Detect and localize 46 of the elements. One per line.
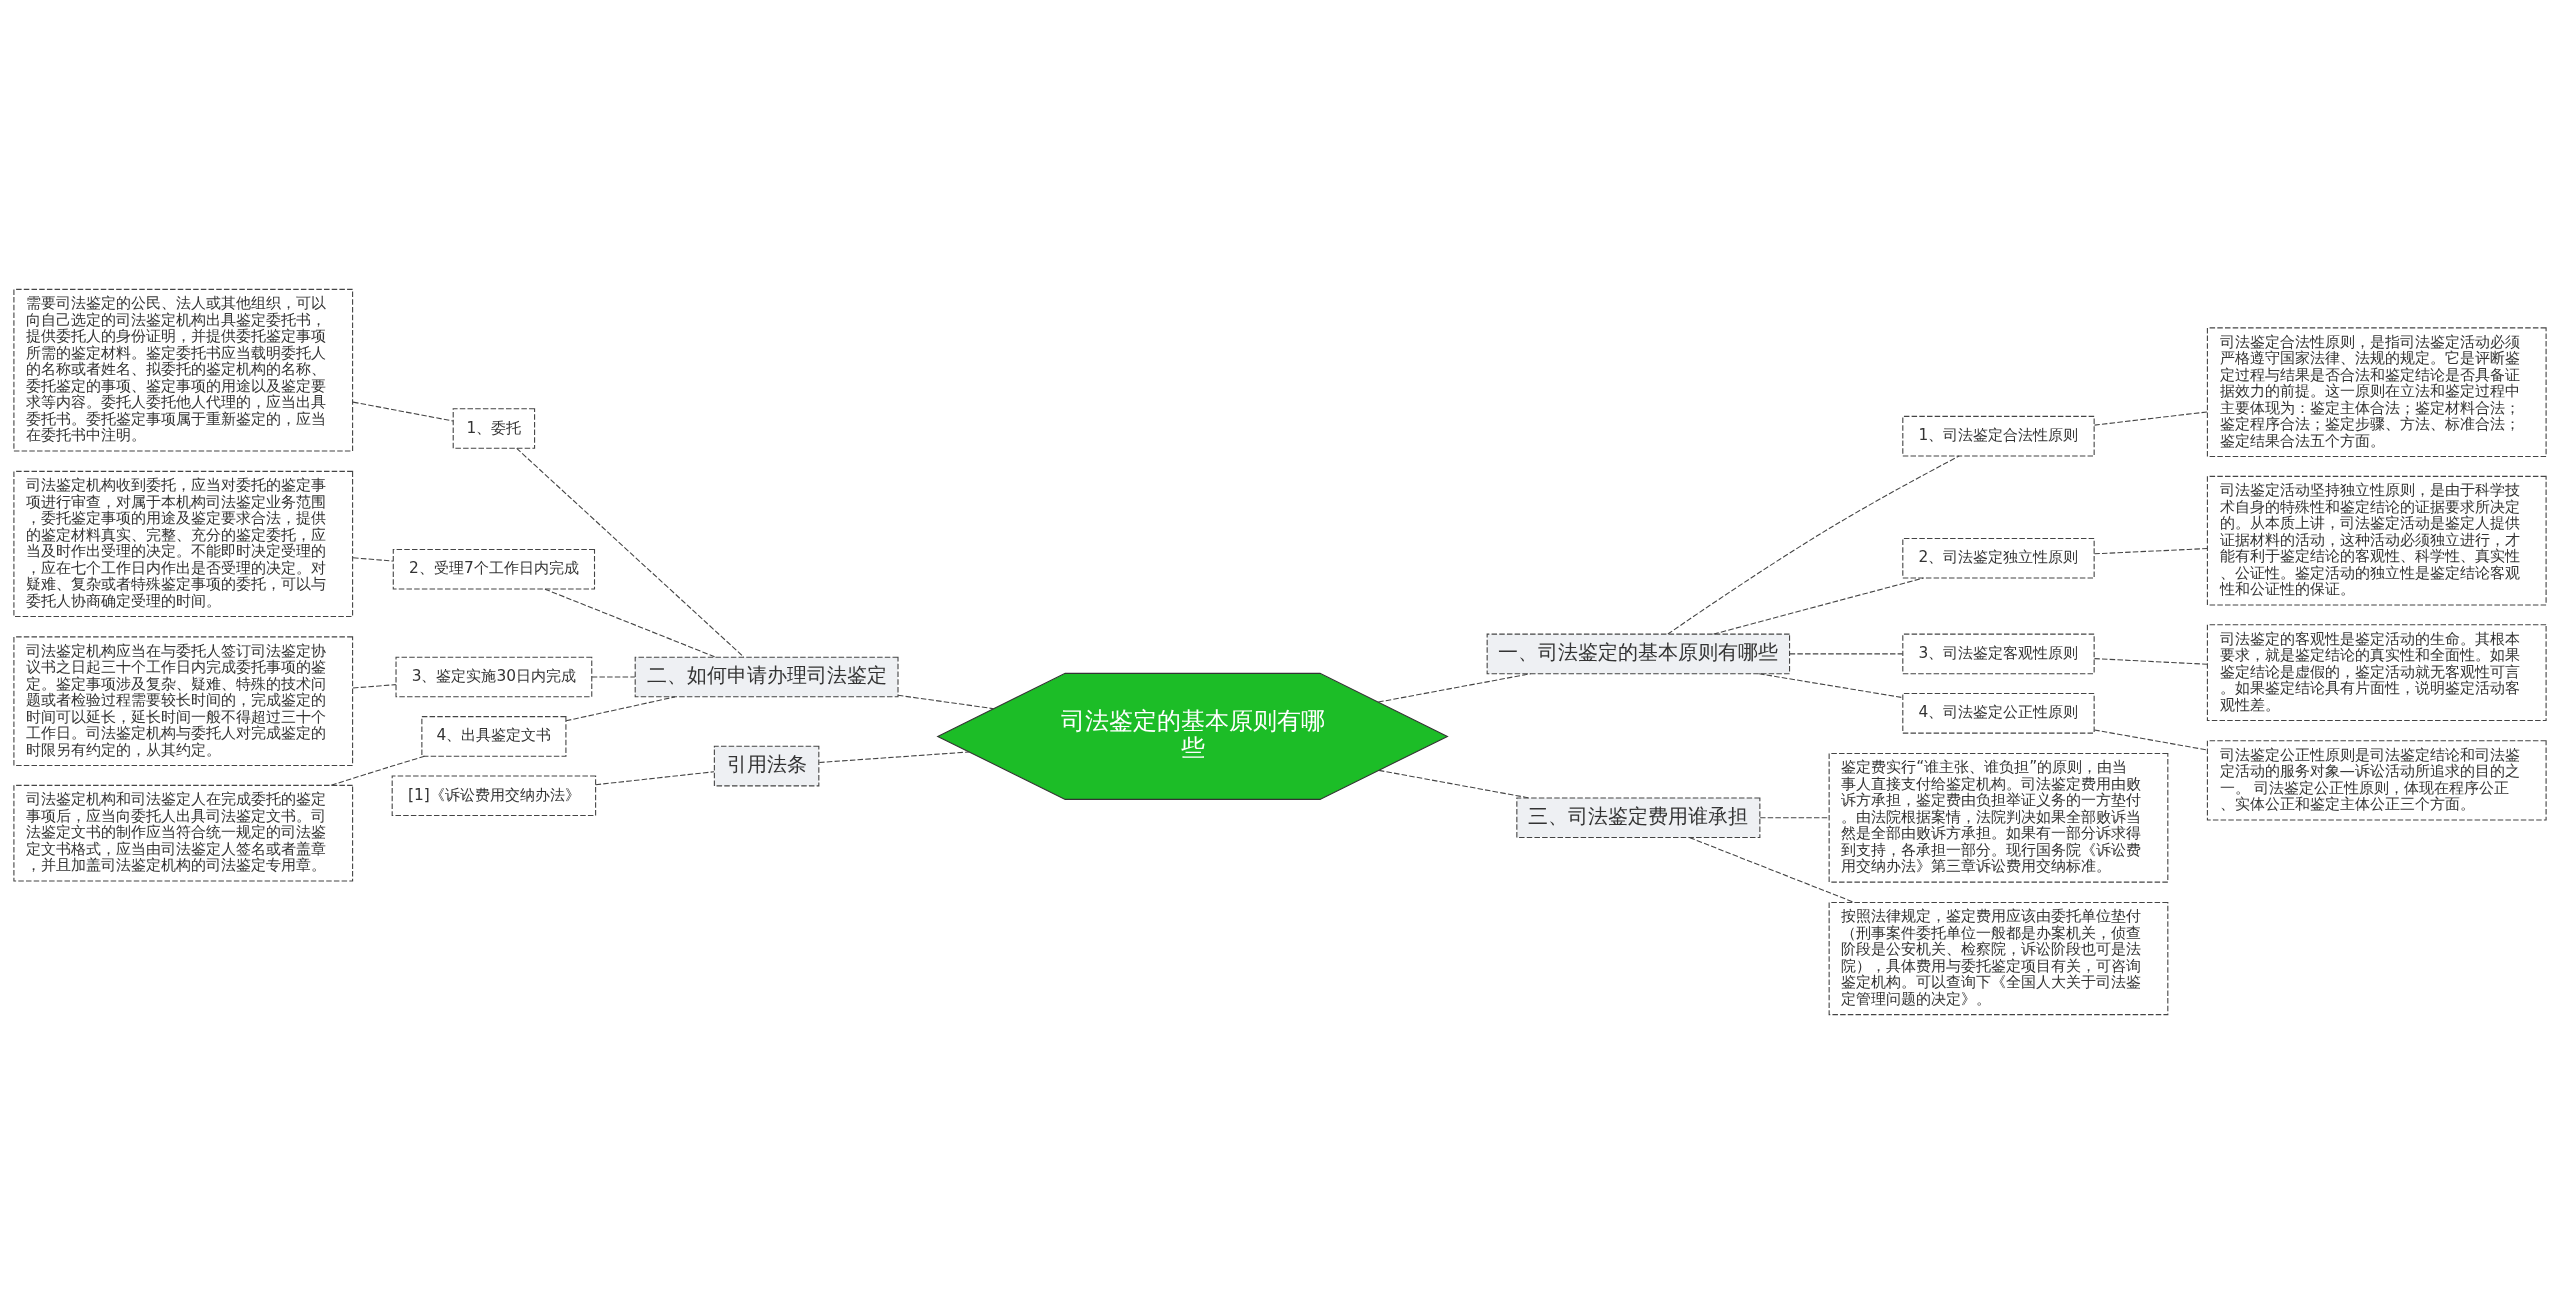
node-box: 4、出具鉴定文书	[421, 715, 567, 757]
connector	[897, 694, 995, 709]
connector	[2093, 410, 2208, 426]
node-box: 司法鉴定的客观性是鉴定活动的生命。其根本要求，就是鉴定结论的真实性和全面性。如果鉴定结论是虚假的，鉴定活动就无客观性可言。如果鉴定结论具有片面性，说明鉴定活动客观性差。	[2206, 623, 2547, 721]
node-box: 三、司法鉴定费用谁承担	[1516, 796, 1761, 838]
connector	[1689, 836, 1855, 903]
connector	[1789, 652, 1904, 654]
node-box: 2、司法鉴定独立性原则	[1902, 537, 2095, 579]
node-box: 司法鉴定合法性原则，是指司法鉴定活动必须严格遵守国家法律、法规的规定。它是评断鉴定过程与结果是否合法和鉴定结论是否具备证据效力的前提。这一原则在立法和鉴定过程中主要体现为：鉴定主体合法；鉴定材料合法；鉴定程序合法；鉴定步骤、方法、标准合法；鉴定结果合法五个方面。	[2206, 326, 2547, 457]
connector	[352, 401, 454, 422]
connector	[2093, 657, 2208, 665]
node-box: 鉴定费实行“谁主张、谁负担”的原则，由当事人直接支付给鉴定机构。司法鉴定费用由败诉方承担，鉴定费由负担举证义务的一方垫付。由法院根据案情，法院判决如果全部败诉当然是全部由败诉方承担。如果有一部分诉求得到支持，各承担一部分。现行国务院《诉讼费用交纳办法》第三章诉讼费用交纳标准。	[1828, 752, 2169, 883]
node-box: 引用法条	[713, 745, 820, 786]
connector	[516, 447, 745, 658]
connector	[1378, 769, 1530, 798]
node-box: 按照法律规定，鉴定费用应该由委托单位垫付（刑事案件委托单位一般都是办案机关，侦查阶段是公安机关、检察院，诉讼阶段也可是法院），具体费用与委托鉴定项目有关，可咨询鉴定机构。可以查询下《全国人大关于司法鉴定管理问题的决定》。	[1828, 901, 2169, 1015]
node-box: 需要司法鉴定的公民、法人或其他组织，可以向自己选定的司法鉴定机构出具鉴定委托书，提供委托人的身份证明，并提供委托鉴定事项所需的鉴定材料。鉴定委托书应当载明委托人的名称或者姓名、拟委托的鉴定机构的名称、委托鉴定的事项、鉴定事项的用途以及鉴定要求等内容。委托人委托他人代理的，应当出具委托书。委托鉴定事项属于重新鉴定的，应当在委托书中注明。	[13, 288, 354, 452]
connector	[1377, 672, 1532, 703]
connector	[595, 770, 715, 785]
connector	[818, 750, 970, 763]
connector	[330, 755, 426, 786]
connector	[1758, 672, 1904, 698]
node-box: [1]《诉讼费用交纳办法》	[391, 774, 597, 816]
node-box: 司法鉴定公正性原则是司法鉴定结论和司法鉴定活动的服务对象—诉讼活动所追求的目的之一。 司法鉴定公正性原则，体现在程序公正、实体公正和鉴定主体公正三个方面。	[2206, 739, 2547, 820]
node-box: 司法鉴定机构和司法鉴定人在完成委托的鉴定事项后，应当向委托人出具司法鉴定文书。司法鉴定文书的制作应当符合统一规定的司法鉴定文书格式，应当由司法鉴定人签名或者盖章，并且加盖司法鉴定机构的司法鉴定专用章。	[13, 784, 354, 882]
node-box: 2、受理7个工作日内完成	[392, 548, 596, 590]
node-box: 1、委托	[452, 407, 536, 449]
node-box: 司法鉴定机构收到委托，应当对委托的鉴定事项进行审查，对属于本机构司法鉴定业务范围，委托鉴定事项的用途及鉴定要求合法，提供的鉴定材料真实、完整、充分的鉴定委托，应当及时作出受理的决定。不能即时决定受理的，应在七个工作日内作出是否受理的决定。对疑难、复杂或者特殊鉴定事项的委托，可以与委托人协商确定受理的时间。	[13, 470, 354, 617]
connector	[565, 695, 676, 721]
connector	[1667, 455, 1960, 635]
connector	[352, 556, 394, 562]
connector	[544, 588, 716, 658]
connector	[1759, 816, 1830, 818]
node-box: 1、司法鉴定合法性原则	[1902, 415, 2095, 457]
node-box: 司法鉴定活动坚持独立性原则，是由于科学技术自身的特殊性和鉴定结论的证据要求所决定的。从本质上讲，司法鉴定活动是鉴定人提供证据材料的活动，这种活动必须独立进行，才能有利于鉴定结论的客观性、科学性、真实性、公证性。鉴定活动的独立性是鉴定结论客观性和公证性的保证。	[2206, 475, 2547, 606]
node-box: 司法鉴定机构应当在与委托人签订司法鉴定协议书之日起三十个工作日内完成委托事项的鉴定。鉴定事项涉及复杂、疑难、特殊的技术问题或者检验过程需要较长时间的，完成鉴定的时间可以延长，延长时间一般不得超过三十个工作日。司法鉴定机构与委托人对完成鉴定的时限另有约定的，从其约定。	[13, 635, 354, 766]
node-box: 4、司法鉴定公正性原则	[1902, 692, 2095, 734]
connector	[2093, 547, 2208, 554]
connector	[352, 683, 397, 689]
connector	[1713, 577, 1924, 635]
node-box: 二、如何申请办理司法鉴定	[634, 656, 899, 697]
node-box: 一、司法鉴定的基本原则有哪些	[1486, 633, 1791, 674]
node-box: 3、司法鉴定客观性原则	[1902, 633, 2095, 674]
connector	[591, 675, 636, 678]
node-box: 3、鉴定实施30日内完成	[395, 656, 593, 697]
connector	[2093, 728, 2208, 751]
